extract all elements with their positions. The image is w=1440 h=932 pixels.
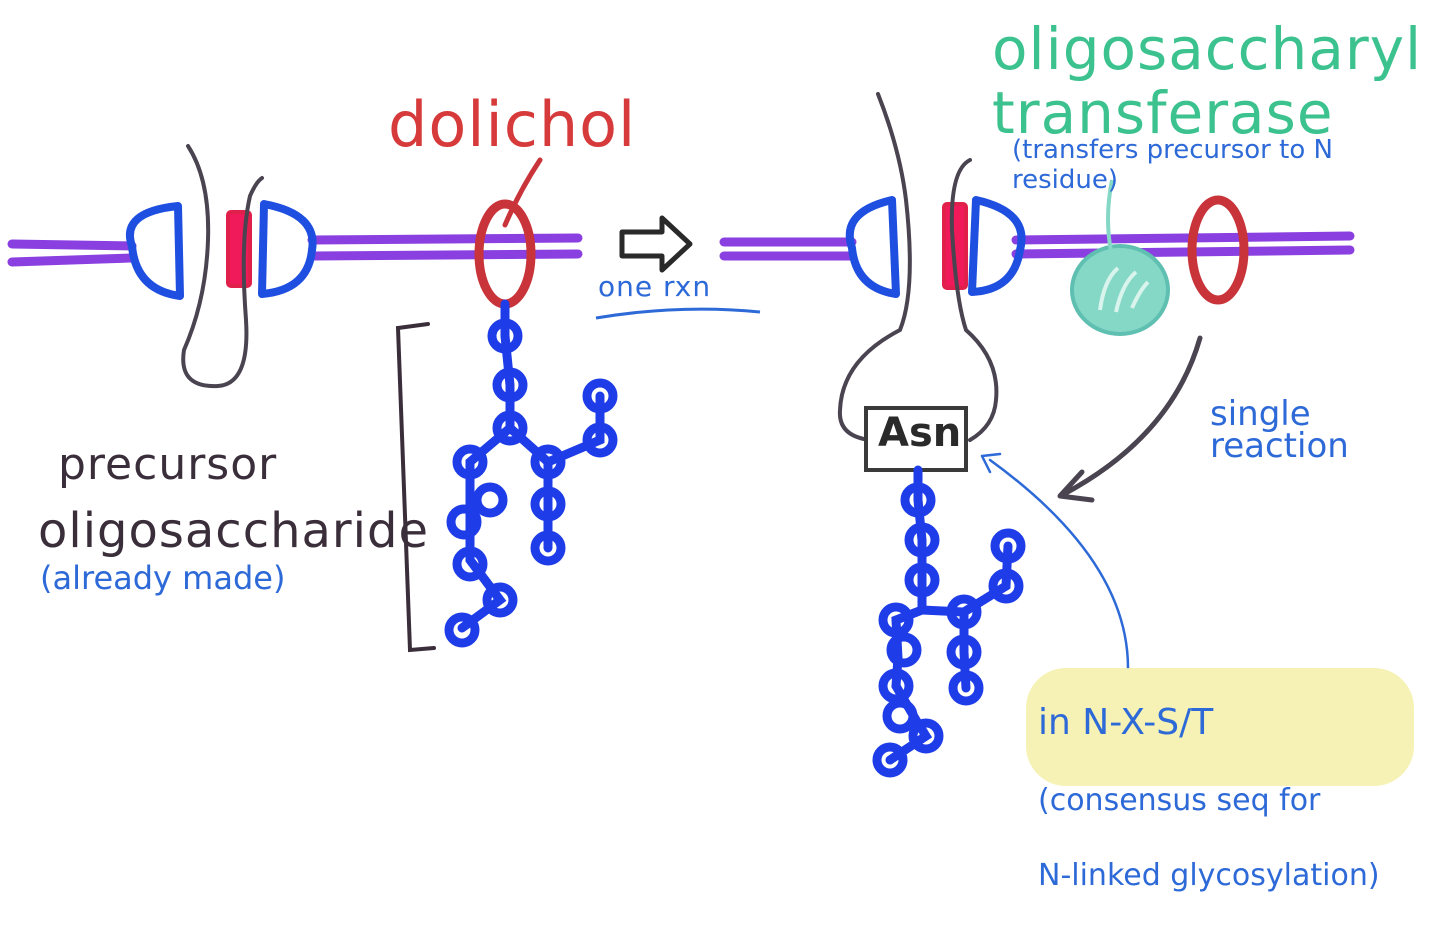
consensus-highlight bbox=[1026, 668, 1414, 786]
already-made-label: (already made) bbox=[40, 559, 286, 597]
right-dolichol bbox=[1187, 195, 1249, 305]
diagram-canvas bbox=[7, 92, 1355, 778]
precursor-label: precursor bbox=[58, 439, 278, 490]
glycosylation-diagram: dolichol oligosaccharyl transferase (tra… bbox=[7, 15, 1423, 893]
consensus-line-1: in N-X-S/T bbox=[1038, 701, 1214, 743]
one-rxn-label: one rxn bbox=[598, 270, 712, 303]
right-membrane bbox=[719, 231, 1355, 261]
consensus-label: in N-X-S/T (consensus seq for N-linked g… bbox=[1038, 662, 1380, 932]
consensus-line-3: N-linked glycosylation) bbox=[1038, 858, 1380, 893]
consensus-pointer bbox=[980, 452, 1130, 670]
left-membrane bbox=[7, 233, 583, 267]
consensus-line-2: (consensus seq for bbox=[1038, 783, 1321, 818]
dolichol-label: dolichol bbox=[388, 88, 637, 161]
asn-box bbox=[864, 406, 968, 472]
hollow-right-arrow-icon bbox=[619, 215, 693, 273]
right-oligosaccharide bbox=[872, 465, 1026, 778]
one-rxn-underline bbox=[595, 307, 761, 320]
ost-note: (transfers precursor to N residue) bbox=[1012, 135, 1333, 195]
curved-arrow-icon bbox=[1057, 335, 1203, 503]
ost-title: oligosaccharyl transferase bbox=[992, 15, 1423, 147]
left-translocon bbox=[126, 144, 317, 389]
precursor-bracket bbox=[395, 322, 436, 653]
single-reaction-label: single reaction bbox=[1210, 394, 1349, 467]
oligosaccharide-label: oligosaccharide bbox=[38, 503, 429, 559]
right-translocon bbox=[837, 92, 1026, 442]
ost-enzyme bbox=[1070, 179, 1170, 336]
asn-label: Asn bbox=[878, 410, 962, 456]
left-dolichol bbox=[474, 157, 543, 309]
left-oligosaccharide bbox=[444, 299, 618, 648]
